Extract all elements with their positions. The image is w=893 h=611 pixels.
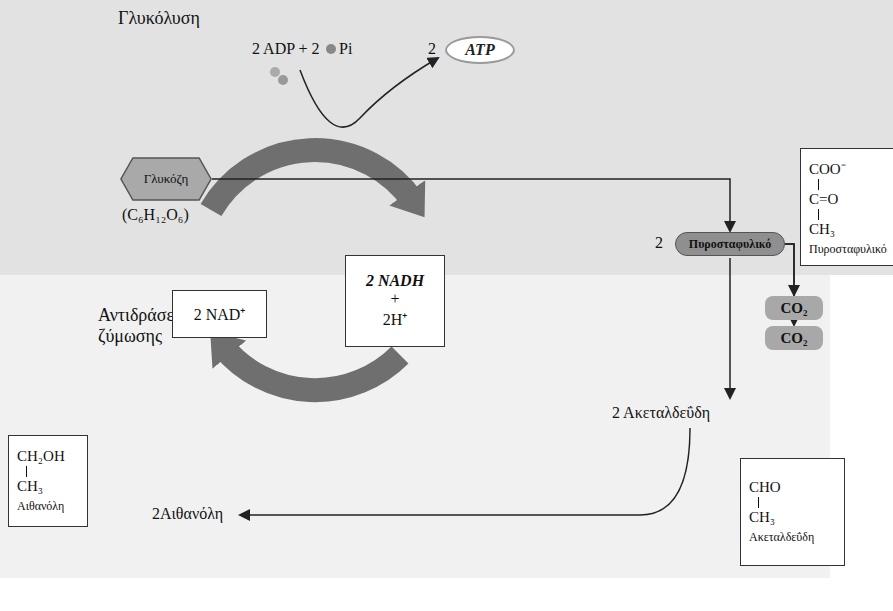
compound-name: Αιθανόλη — [17, 499, 64, 514]
flow-connector — [785, 244, 794, 295]
count-label: 2 — [655, 234, 663, 252]
node-text: ATP — [465, 41, 494, 59]
co2-pill: CO₂ — [765, 296, 823, 320]
acetaldehyde-formula: CHOCH₃ Ακεταλδεΰδη — [740, 458, 845, 566]
compound-name: Ακεταλδεΰδη — [749, 530, 814, 545]
compound-name: Πυροσταφυλικό — [809, 242, 887, 257]
formula-group: CH₃ — [749, 509, 775, 526]
formula-group: CH₃ — [17, 478, 43, 495]
node-text: Γλυκόλυση — [118, 8, 893, 29]
product-label: 2 Ακεταλδεΰδη — [612, 404, 710, 422]
formula-group: CH₃ — [809, 221, 835, 238]
pyruvate-formula: COO⁻C=OCH₃ Πυροσταφυλικό — [800, 148, 893, 266]
cycle-arrow — [211, 150, 413, 210]
co2-pill: CO₂ — [765, 326, 823, 350]
glycolysis-band-ground — [0, 0, 893, 275]
flow-arrow — [240, 428, 690, 515]
pyruvate-pill: Πυροσταφυλικό — [675, 232, 785, 256]
reactant-label: 2 ADP + 2 — [252, 40, 320, 58]
atp-arrow — [300, 58, 438, 127]
nad-box: 2 NAD⁺ — [172, 290, 267, 338]
node-text: 2 NAD⁺ — [194, 303, 246, 325]
node-text: CO₂ — [781, 300, 808, 317]
node-text: Γλυκόζη — [144, 171, 188, 187]
atp-oval: ATP — [445, 36, 515, 64]
count-label: 2 — [428, 40, 436, 58]
formula-label: (C₆H₁₂O₆) — [122, 206, 189, 224]
phosphate-label: Pi — [339, 40, 352, 58]
product-label: 2Αιθανόλη — [152, 505, 223, 523]
formula-group: COO⁻ — [809, 158, 846, 191]
ethanol-formula: CH₂OHCH₃ Αιθανόλη — [8, 435, 88, 527]
glycolysis-band: ΓλυκόλυσηΓλυκόζηATPΠυροσταφυλικόCOO⁻C=OC… — [0, 0, 893, 275]
flow-arrow — [729, 258, 731, 398]
cycle-arrow — [223, 347, 400, 390]
node-text: 2 NADH — [366, 272, 424, 290]
formula-group: CHO — [749, 479, 781, 509]
formula-group: CH₂OH — [17, 448, 65, 478]
node-text: 2H⁺ — [383, 308, 408, 330]
nadh-box: 2 NADH+2H⁺ — [345, 255, 445, 347]
node-text: CO₂ — [781, 330, 808, 347]
node-text: Πυροσταφυλικό — [689, 237, 771, 252]
hexagon-outline — [121, 158, 211, 200]
formula-group: C=O — [809, 191, 838, 221]
flow-connector — [212, 179, 730, 231]
molecule-dots — [270, 67, 280, 77]
phosphate-dot — [326, 44, 336, 54]
molecule-dots — [278, 75, 288, 85]
glucose-hexagon: Γλυκόζη — [120, 157, 212, 201]
node-text: + — [390, 290, 399, 308]
